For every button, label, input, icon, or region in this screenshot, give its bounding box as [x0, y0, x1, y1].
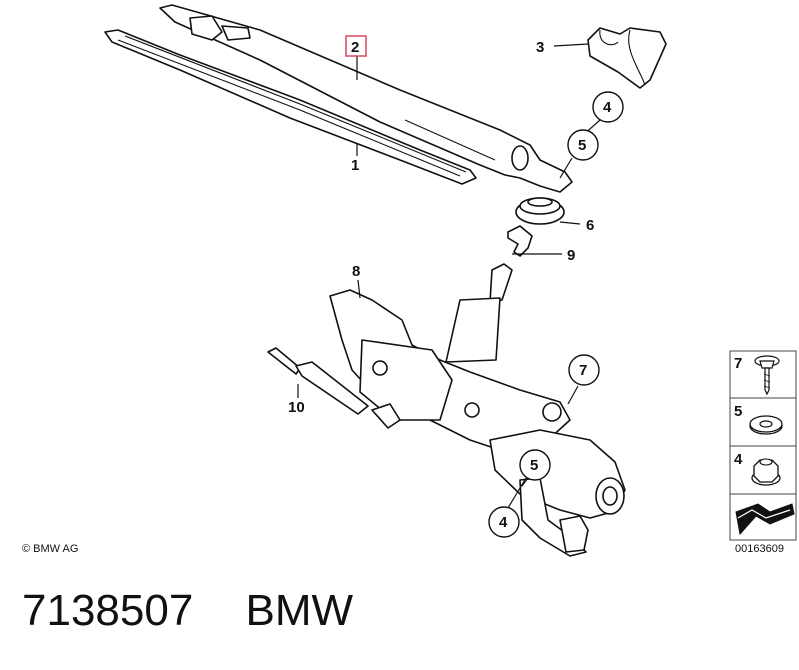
washer-icon [749, 415, 783, 435]
copyright-text: © BMW AG [22, 543, 78, 555]
wiper-spindle[interactable] [445, 263, 513, 363]
brand-name: BMW [245, 586, 354, 635]
callout-circle-4-top [592, 91, 624, 123]
callout-4-top: 4 [603, 99, 612, 116]
part-number: 7138507 [22, 586, 194, 635]
clip[interactable] [507, 225, 533, 257]
callout-1: 1 [351, 157, 359, 174]
callout-6: 6 [586, 217, 594, 234]
callout-5-top: 5 [578, 137, 586, 154]
callout-circle-4-bottom [488, 506, 520, 538]
callout-2: 2 [351, 39, 359, 56]
wiper-arm[interactable] [159, 4, 573, 193]
washer-nozzle[interactable] [267, 347, 401, 429]
grommet[interactable] [515, 197, 565, 225]
legend-num-7: 7 [734, 355, 742, 372]
callout-5-bottom: 5 [530, 457, 538, 474]
callout-3: 3 [536, 39, 544, 56]
wiper-blade[interactable] [104, 29, 477, 185]
highlight-box [345, 35, 367, 57]
arrow-icon [735, 503, 795, 536]
callout-10: 10 [288, 399, 305, 416]
motor-bracket[interactable] [329, 289, 571, 451]
diagram-code: 00163609 [735, 543, 784, 555]
parts-diagram: 1 2 3 4 5 6 8 9 10 7 5 4 7 5 [22, 4, 797, 557]
nut-icon [751, 458, 781, 486]
callout-circle-7 [568, 354, 600, 386]
callout-circle-5-top [567, 129, 599, 161]
legend-num-4: 4 [734, 451, 743, 468]
cover-cap[interactable] [587, 27, 667, 89]
callout-8: 8 [352, 263, 360, 280]
legend-num-5: 5 [734, 403, 742, 420]
caption-bar: 7138507 BMW [22, 586, 353, 646]
legend-panel: 7 5 4 00163609 [729, 350, 797, 555]
callout-9: 9 [567, 247, 575, 264]
callout-7: 7 [579, 362, 587, 379]
callout-4-bottom: 4 [499, 514, 508, 531]
callout-circle-5-bottom [519, 449, 551, 481]
wiper-motor[interactable] [489, 429, 626, 557]
bolt-icon [754, 355, 780, 396]
